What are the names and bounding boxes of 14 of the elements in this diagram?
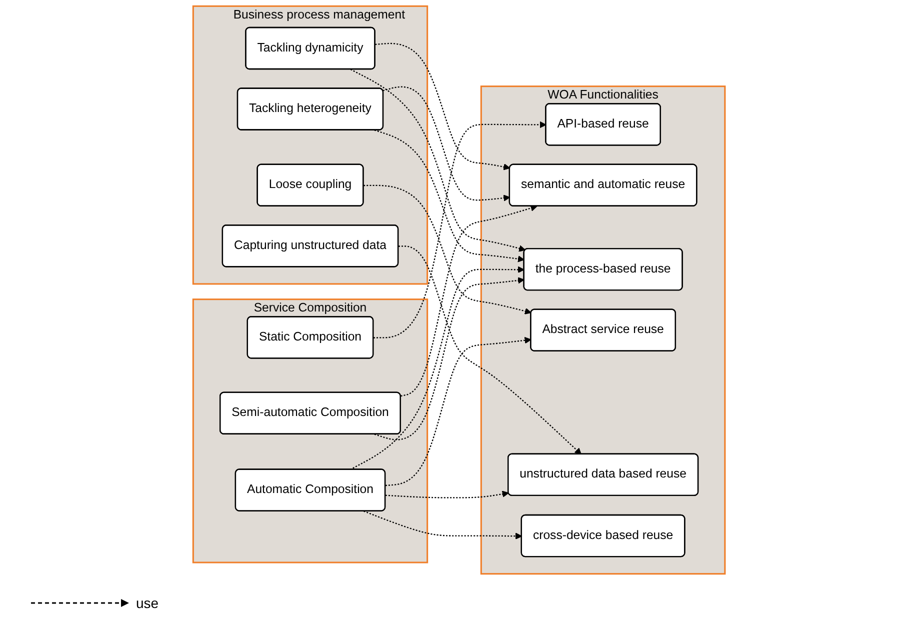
- arrow: [350, 266, 525, 470]
- arrow: [383, 86, 511, 202]
- arrow: [374, 277, 525, 440]
- legend-text: use: [136, 595, 159, 611]
- arrow: [364, 184, 532, 314]
- arrow: [374, 121, 547, 338]
- arrow: [386, 336, 532, 486]
- arrow: [376, 42, 511, 170]
- arrow: [350, 68, 526, 252]
- arrow: [386, 490, 510, 498]
- arrow: [398, 246, 582, 455]
- arrow: [401, 204, 538, 397]
- arrow: [364, 510, 523, 540]
- arrow: [374, 130, 525, 262]
